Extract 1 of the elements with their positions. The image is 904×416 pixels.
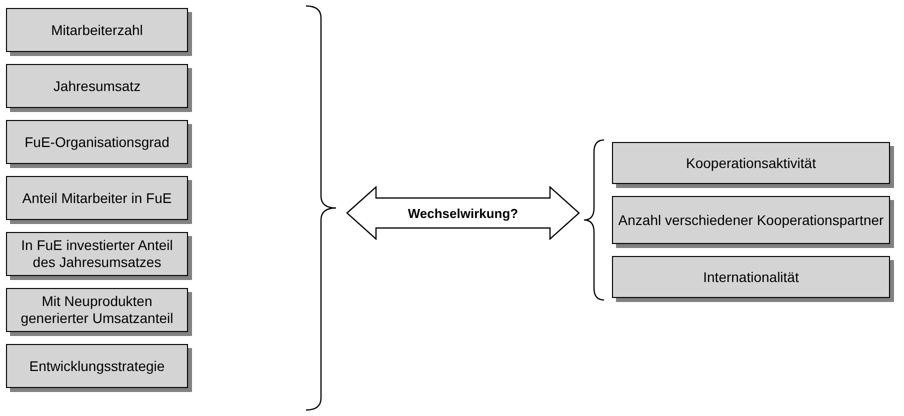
arrow-label: Wechselwirkung?	[408, 206, 518, 220]
